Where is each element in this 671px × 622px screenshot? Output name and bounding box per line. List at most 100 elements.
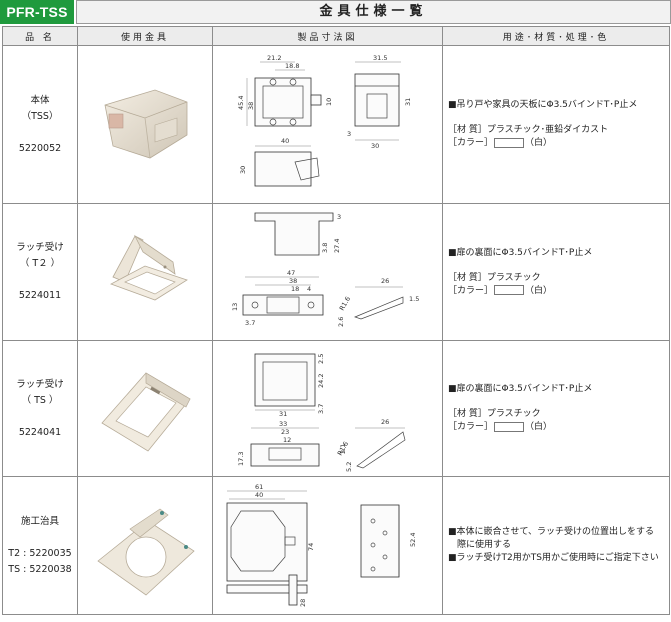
dim-label: 12: [283, 436, 291, 444]
color-swatch: [494, 137, 525, 148]
usage-cell: ■本体に嵌合させて、ラッチ受けの位置出しをする 際に使用する ■ラッチ受けT2用…: [442, 476, 670, 615]
dim-label: 27.4: [333, 239, 341, 253]
dimension-drawing: 61 40 74 28 52.4: [226, 483, 417, 607]
dimension-drawing-cell: 61 40 74 28 52.4: [212, 476, 443, 615]
dim-label: 47: [287, 269, 295, 277]
dim-label: 17.3: [237, 451, 245, 465]
product-number: 5224011: [18, 290, 62, 301]
dim-label: 3.8: [321, 243, 329, 253]
col-header-usage: 用途･材質･処理･色: [442, 26, 670, 46]
dim-label: 3.7: [317, 403, 325, 413]
usage-text: ■吊り戸や家具の天板にΦ3.5バインドT･P止メ: [448, 100, 638, 110]
dim-label: 30: [371, 142, 379, 150]
latch-receiver-t2-photo: [110, 234, 188, 301]
dim-label: R1.6: [337, 295, 351, 312]
dimension-drawing: 2.5 24.2 3.7 31 33 23 12 17.3 26 R1.6 5.…: [237, 353, 405, 472]
product-name: ラッチ受け: [16, 378, 64, 390]
product-name-cell: ラッチ受け （ T２ ） 5224011: [2, 203, 78, 341]
usage-text: 際に使用する: [448, 540, 512, 550]
product-photo-cell: [77, 340, 213, 477]
dim-label: 5.2: [345, 461, 353, 471]
dim-label: 31: [404, 97, 412, 105]
header: PFR-TSS 金具仕様一覧: [0, 0, 671, 24]
color-line: ［カラー］（白）: [448, 137, 553, 148]
dim-label: 74: [307, 542, 315, 550]
product-code: （ T２ ）: [19, 258, 61, 269]
product-code: （TSS）: [21, 110, 59, 122]
dim-label: 28: [299, 598, 307, 606]
dim-label: 24.2: [317, 373, 325, 387]
product-number: 5220052: [18, 142, 62, 154]
dim-label: 10: [325, 97, 333, 105]
dim-label: 52.4: [409, 532, 417, 546]
product-name-cell: 施工治具 T2 : 5220035 TS : 5220038: [2, 476, 78, 615]
table-row: 本体 （TSS） 5220052 21.2 18.8 31.5: [2, 45, 670, 204]
product-name: 施工治具: [20, 515, 59, 527]
usage-cell: ■扉の裏面にΦ3.5バインドT･P止メ ［材 質］プラスチック ［カラー］（白）: [442, 340, 670, 477]
dimension-drawing: 3 3.8 27.4 47 38 18 4 13 3.7 26 1.5 R1.6: [231, 212, 419, 327]
table-header-row: 品 名 使用金具 製品寸法図 用途･材質･処理･色: [2, 26, 670, 46]
dim-label: 40: [255, 491, 263, 499]
col-header-name: 品 名: [2, 26, 78, 46]
color-line: ［カラー］（白）: [448, 285, 553, 296]
product-number: TS : 5220038: [8, 563, 72, 575]
color-swatch: [494, 285, 525, 295]
installation-jig-photo: [97, 508, 195, 596]
col-header-drawing: 製品寸法図: [212, 26, 443, 46]
latch-receiver-ts-photo: [101, 372, 191, 452]
page-title: 金具仕様一覧: [76, 0, 671, 24]
dim-label: 1.5: [409, 295, 419, 303]
dim-label: 18.8: [285, 62, 299, 70]
dim-label: 61: [255, 483, 263, 491]
spec-table: 品 名 使用金具 製品寸法図 用途･材質･処理･色 本体 （TSS） 52200…: [2, 26, 670, 615]
dim-label: 21.2: [267, 54, 281, 62]
dim-label: 40: [281, 137, 289, 145]
product-code: （ TS ）: [21, 394, 59, 406]
dim-label: 4: [307, 285, 311, 293]
usage-text: ■扉の裏面にΦ3.5バインドT･P止メ: [448, 384, 593, 394]
usage-cell: ■吊り戸や家具の天板にΦ3.5バインドT･P止メ ［材 質］プラスチック･亜鉛ダ…: [442, 45, 670, 204]
dimension-drawing-cell: 3 3.8 27.4 47 38 18 4 13 3.7 26 1.5 R1.6: [212, 203, 443, 341]
table-row: 施工治具 T2 : 5220035 TS : 5220038 61 40: [2, 476, 670, 615]
dim-label: 30: [239, 165, 247, 173]
dim-label: 38: [247, 101, 255, 109]
dim-label: 45.4: [237, 95, 245, 109]
table-row: ラッチ受け （ T２ ） 5224011 3 3.8 27.4 47 38: [2, 203, 670, 341]
dimension-drawing: 21.2 18.8 31.5 45.4 38 10 31 3: [237, 54, 412, 186]
usage-text: ■ラッチ受けT2用かTS用かご使用時にご指定下さい: [448, 553, 659, 563]
dim-label: 2.1: [339, 443, 347, 453]
product-photo-cell: [77, 476, 213, 615]
dim-label: 31: [279, 410, 287, 418]
dim-label: 2.5: [317, 353, 325, 363]
usage-text: ■本体に嵌合させて、ラッチ受けの位置出しをする: [448, 527, 655, 537]
usage-cell: ■扉の裏面にΦ3.5バインドT･P止メ ［材 質］プラスチック ［カラー］（白）: [442, 203, 670, 341]
product-name: 本体: [30, 94, 50, 106]
product-number: T2 : 5220035: [8, 547, 72, 559]
dim-label: 31.5: [373, 54, 387, 62]
product-name-cell: 本体 （TSS） 5220052: [2, 45, 78, 204]
latch-body-photo: [104, 89, 188, 158]
material-text: ［材 質］プラスチック･亜鉛ダイカスト: [448, 125, 609, 135]
dim-label: 18: [291, 285, 299, 293]
dim-label: 23: [281, 428, 289, 436]
series-badge: PFR-TSS: [0, 0, 74, 24]
color-line: ［カラー］（白）: [448, 421, 553, 432]
dim-label: 3: [347, 130, 351, 138]
product-name: ラッチ受け: [16, 242, 64, 253]
dim-label: 3.7: [245, 319, 255, 327]
dim-label: 13: [231, 303, 239, 311]
dim-label: 26: [381, 277, 389, 285]
table-row: ラッチ受け （ TS ） 5224041 2.5 24.2 3.7 31: [2, 340, 670, 477]
product-name-cell: ラッチ受け （ TS ） 5224041: [2, 340, 78, 477]
product-number: 5224041: [18, 426, 62, 438]
col-header-hardware: 使用金具: [77, 26, 213, 46]
dim-label: 33: [279, 420, 287, 428]
product-photo-cell: [77, 203, 213, 341]
color-swatch: [494, 421, 525, 432]
product-photo-cell: [77, 45, 213, 204]
material-text: ［材 質］プラスチック: [448, 409, 541, 419]
dim-label: 38: [289, 277, 297, 285]
dim-label: 3: [337, 213, 341, 221]
dimension-drawing-cell: 2.5 24.2 3.7 31 33 23 12 17.3 26 R1.6 5.…: [212, 340, 443, 477]
material-text: ［材 質］プラスチック: [448, 272, 541, 283]
